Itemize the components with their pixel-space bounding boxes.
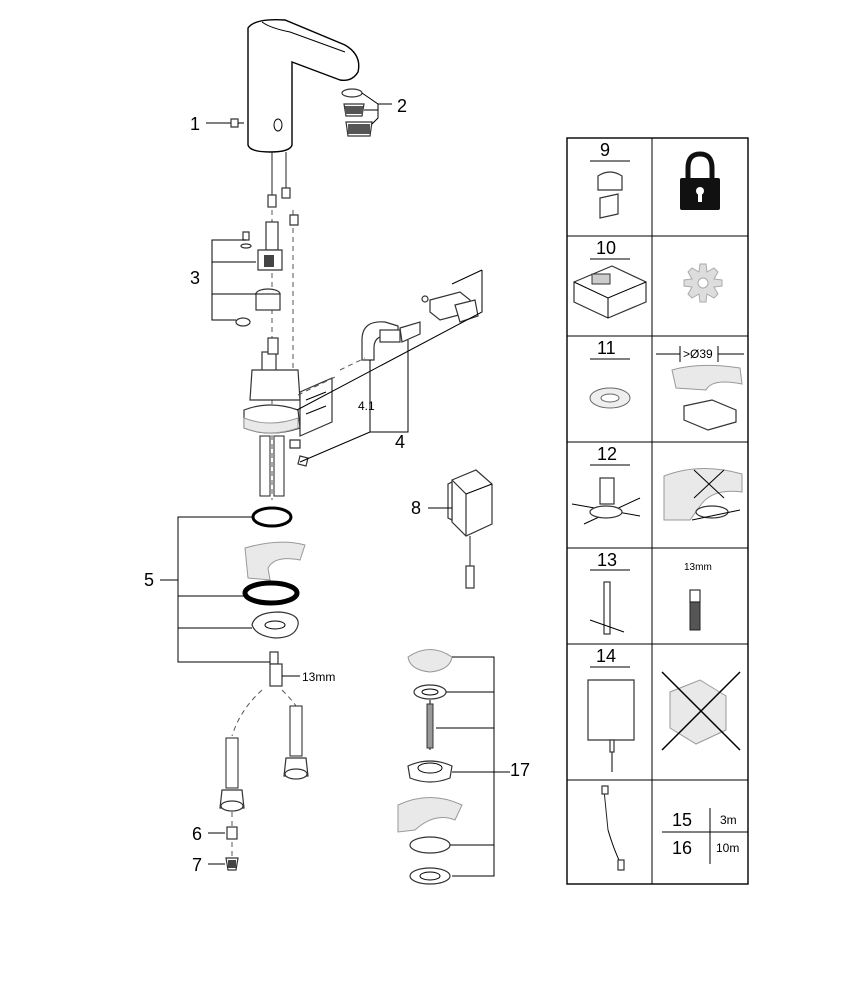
- crossed-out-icon: [661, 671, 741, 751]
- callout-4-1: 4.1: [358, 399, 375, 413]
- wrench-size-label: 13mm: [302, 670, 335, 684]
- row-14-number: 14: [596, 646, 616, 666]
- row-10-number: 10: [596, 238, 616, 258]
- row-9-number: 9: [600, 140, 610, 160]
- part-8-power-supply: [428, 469, 493, 589]
- row-10-remote: [573, 265, 647, 319]
- gear-icon: [683, 263, 723, 303]
- part-1-screw: [206, 118, 244, 128]
- part-3-mounting-set: [211, 214, 299, 327]
- flex-hoses-lower: [219, 689, 309, 826]
- row-15-number: 15: [672, 810, 692, 830]
- part-4-1-bracket: [297, 376, 336, 437]
- callout-4: 4: [395, 432, 405, 452]
- callout-7: 7: [192, 855, 202, 875]
- row-15-16-cable: [601, 785, 625, 871]
- row-9-parts: [597, 171, 623, 219]
- row-13-key: [589, 581, 625, 635]
- flex-hoses-upper: [259, 435, 285, 497]
- callout-1: 1: [190, 114, 200, 134]
- mixing-body-assembly: [243, 337, 309, 467]
- callout-6: 6: [192, 824, 202, 844]
- callout-3: 3: [190, 268, 200, 288]
- row-16-number: 16: [672, 838, 692, 858]
- row-12-number: 12: [597, 444, 617, 464]
- part-4-cartridge: [296, 269, 483, 463]
- callout-17: 17: [510, 760, 530, 780]
- row-11-number: 11: [597, 338, 616, 358]
- row-15-length: 3m: [720, 813, 737, 827]
- row-12-parts: [571, 477, 641, 525]
- part-5-washer-set: [160, 506, 306, 687]
- faucet-body: [247, 18, 360, 153]
- part-6-nut: [208, 826, 238, 856]
- part-7-filter: [208, 857, 239, 871]
- row-12-installed-view: [663, 467, 743, 521]
- callout-8: 8: [411, 498, 421, 518]
- callout-2: 2: [397, 96, 407, 116]
- callout-5: 5: [144, 570, 154, 590]
- row-16-length: 10m: [716, 841, 739, 855]
- row-14-battery-box: [587, 679, 635, 772]
- spare-parts-table: >Ø39 13mm: [566, 137, 749, 885]
- row-13-number: 13: [597, 550, 617, 570]
- part-17-waste-set: [397, 649, 510, 885]
- row-11-dimension: [656, 346, 744, 431]
- lock-icon: [680, 151, 720, 210]
- row-11-seal: [589, 387, 631, 409]
- row-13-socket: [689, 589, 701, 631]
- row-13-size-label: 13mm: [684, 562, 712, 573]
- part-2-aerator: [341, 88, 392, 137]
- row-11-dimension-label: >Ø39: [683, 347, 713, 361]
